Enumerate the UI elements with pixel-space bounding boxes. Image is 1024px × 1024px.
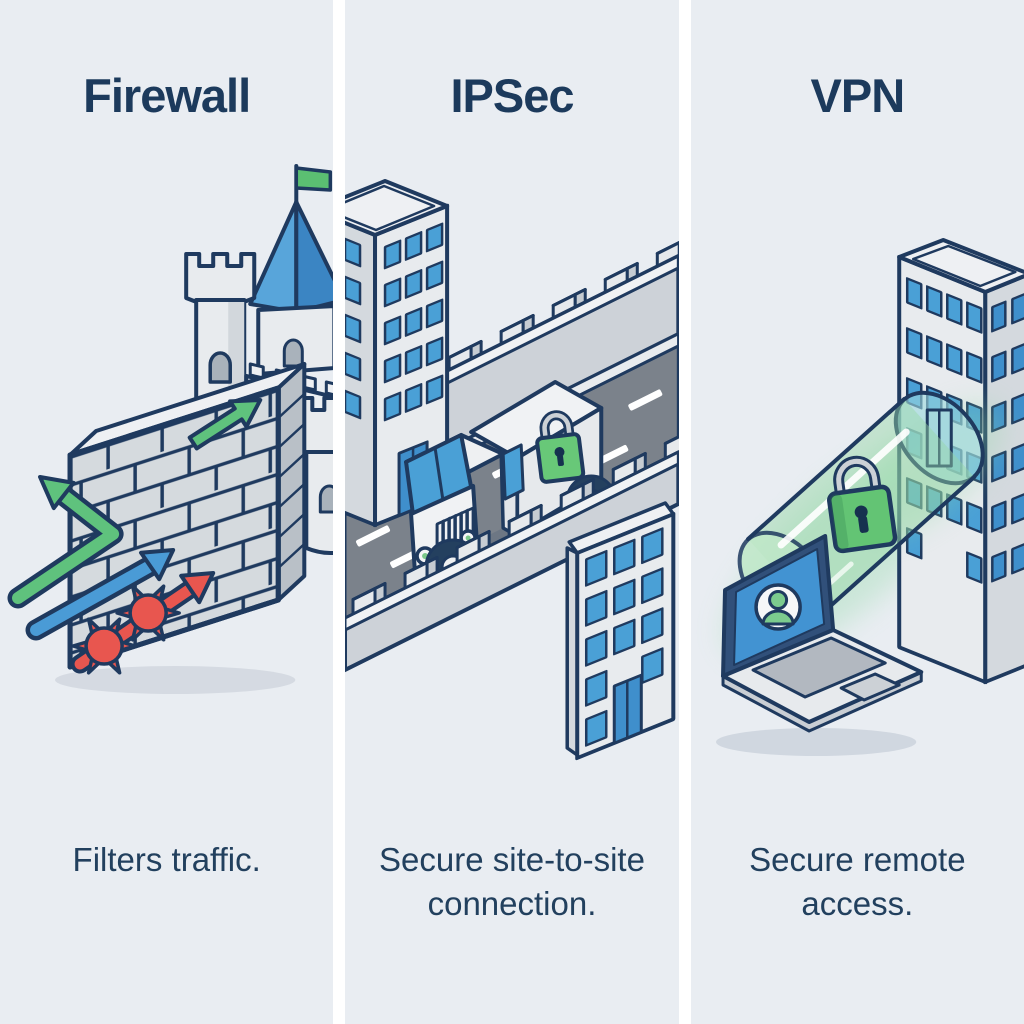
laptop-icon [715, 534, 923, 756]
truck-side-window [501, 443, 526, 501]
padlock-icon [535, 410, 586, 484]
office-building-icon [565, 501, 676, 761]
caption-line: access. [801, 885, 914, 923]
ipsec-illustration [345, 179, 679, 761]
caption-line: connection. [427, 885, 597, 923]
malicious-traffic-arrow [70, 571, 216, 675]
allowed-traffic-arrow [187, 398, 263, 451]
office-building-icon [345, 179, 450, 528]
laptop-trackpad [839, 672, 901, 702]
near-wall [345, 425, 679, 672]
panel-vpn-title: VPN [810, 69, 906, 122]
panel-firewall: Firewall [0, 0, 334, 1024]
user-avatar-icon [753, 583, 802, 631]
panel-firewall-title: Firewall [83, 69, 251, 122]
panel-ipsec-caption: Secure site-to-site connection. [345, 838, 678, 926]
bounced-traffic-arrow [7, 475, 124, 609]
panel-vpn-caption: Secure remote access. [691, 838, 1024, 926]
panel-ipsec: IPSec [345, 0, 679, 1024]
vpn-illustration [715, 238, 1024, 756]
blocked-traffic-arrow [25, 548, 176, 641]
panel-vpn: VPN [690, 0, 1024, 1024]
caption-line: Secure site-to-site [379, 841, 645, 878]
panel-ipsec-title: IPSec [450, 69, 574, 122]
panel-firewall-caption: Filters traffic. [0, 838, 333, 882]
castle-flag-icon [294, 166, 333, 192]
brick-wall-icon [55, 362, 307, 694]
padlock-icon [826, 455, 897, 554]
caption-line: Filters traffic. [72, 841, 261, 878]
laptop-keyboard [751, 636, 887, 699]
caption-line: Secure remote [749, 841, 966, 878]
firewall-illustration [7, 164, 334, 694]
